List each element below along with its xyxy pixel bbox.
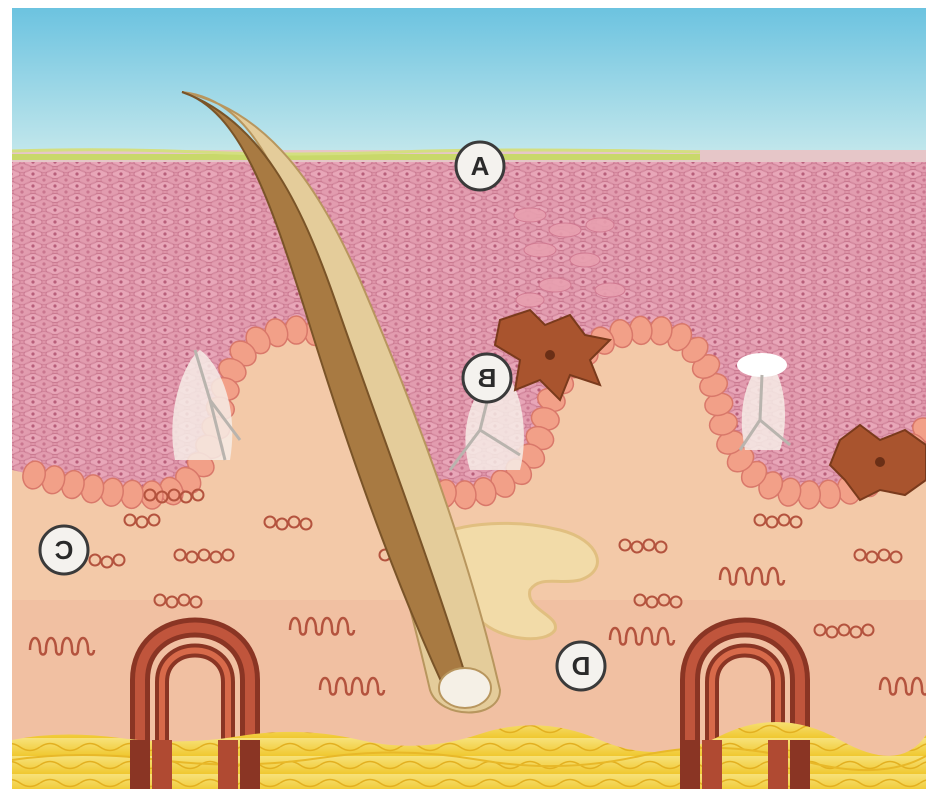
- top-border: [0, 0, 926, 8]
- label-a: A: [456, 142, 504, 190]
- svg-text:D: D: [572, 651, 591, 681]
- label-b: B: [463, 354, 511, 402]
- svg-text:A: A: [470, 151, 489, 181]
- basal-cell: [285, 316, 308, 345]
- left-border: [0, 0, 12, 789]
- label-c: C: [40, 526, 88, 574]
- sky-background: [12, 8, 926, 158]
- svg-text:C: C: [54, 535, 73, 565]
- basal-cell: [453, 480, 476, 509]
- basal-cell: [798, 480, 821, 509]
- label-d: D: [557, 642, 605, 690]
- svg-text:B: B: [478, 363, 497, 393]
